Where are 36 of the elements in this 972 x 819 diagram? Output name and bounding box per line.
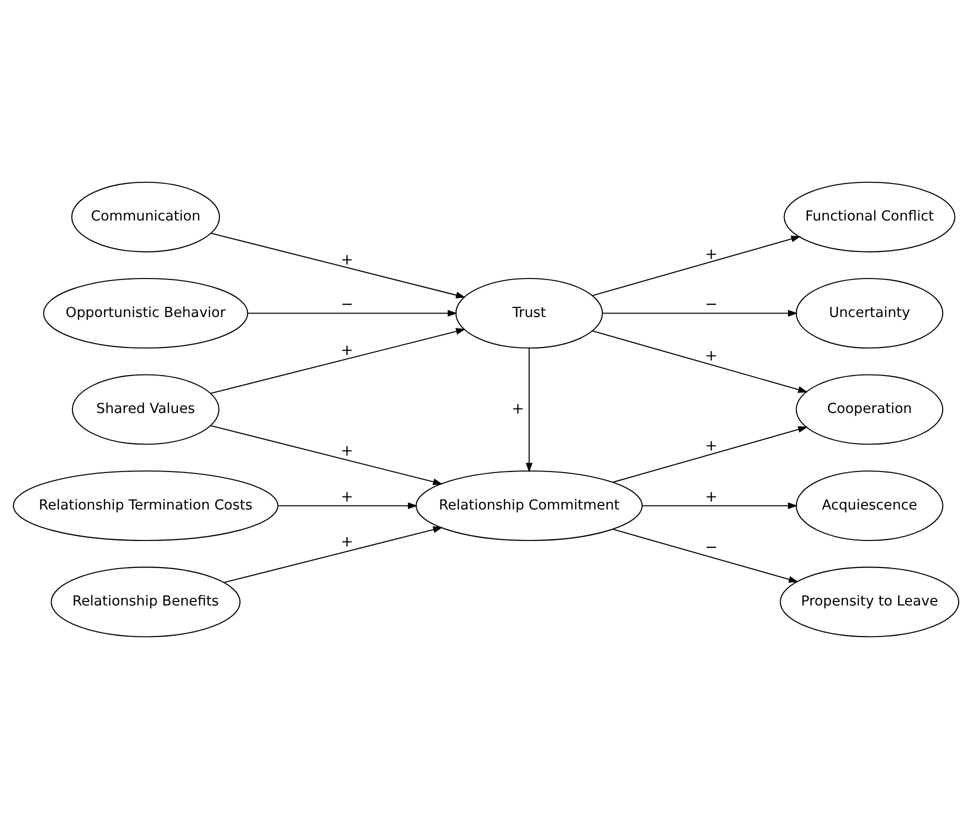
edge-label: + <box>705 488 718 506</box>
node-ellipse: Functional Conflict <box>784 182 956 252</box>
edge-label: + <box>340 341 354 360</box>
edge-label: + <box>340 532 354 551</box>
arrow <box>612 528 798 583</box>
arrow <box>642 502 798 510</box>
node-ellipse: Propensity to Leave <box>780 566 960 638</box>
arrow <box>592 236 801 296</box>
arrow <box>526 348 533 472</box>
arrow <box>602 310 798 317</box>
arrow <box>278 502 418 510</box>
edge-label: − <box>340 295 354 314</box>
edge-label: + <box>705 346 718 365</box>
node-ellipse: Relationship Commitment <box>416 470 643 542</box>
arrow <box>224 526 443 583</box>
node-ellipse: Acquiescence <box>796 470 944 542</box>
node-ellipse: Relationship Termination Costs <box>12 470 278 542</box>
arrow <box>612 426 808 483</box>
edge-label: + <box>705 436 718 454</box>
edge-label: + <box>705 244 718 263</box>
arrow <box>211 232 466 298</box>
arrow <box>248 310 458 317</box>
arrow <box>592 330 808 393</box>
edge-label: + <box>340 442 354 460</box>
node-ellipse: Communication <box>71 182 220 252</box>
edge-label: + <box>512 399 524 418</box>
arrow <box>210 425 443 486</box>
edge-label: + <box>340 488 354 506</box>
edge-label: + <box>340 250 354 268</box>
node-ellipse: Opportunistic Behavior <box>43 278 248 349</box>
edge-label: − <box>705 538 718 556</box>
node-ellipse: Uncertainty <box>796 278 944 349</box>
node-ellipse: Shared Values <box>72 374 220 445</box>
edge-label: − <box>705 295 718 314</box>
node-ellipse: Relationship Benefits <box>50 566 241 638</box>
arrow <box>210 328 466 394</box>
